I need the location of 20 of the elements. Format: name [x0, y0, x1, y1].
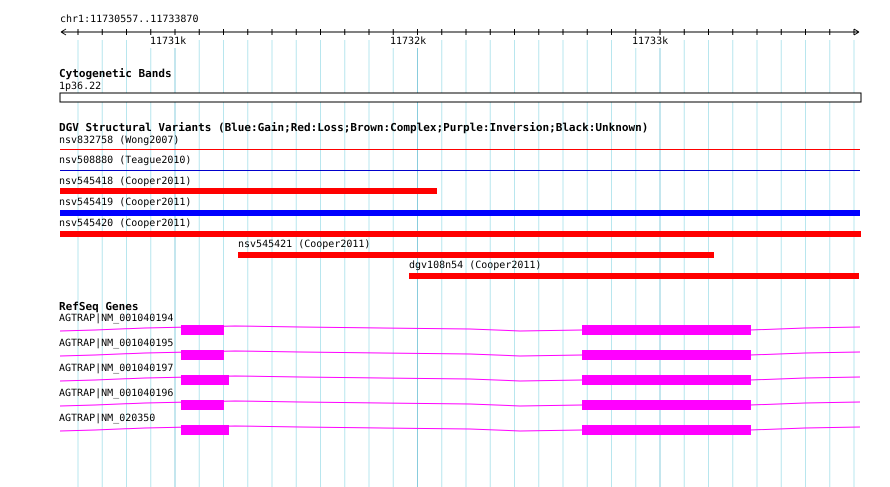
variant-label: dgv108n54 (Cooper2011) — [409, 260, 542, 272]
gene-label: AGTRAP|NM_001040197 — [59, 363, 174, 375]
gene-label: AGTRAP|NM_001040195 — [59, 338, 174, 350]
tick-label: 11733k — [632, 36, 668, 48]
variant-label: nsv832758 (Wong2007) — [59, 135, 180, 147]
gene-label: AGTRAP|NM_001040194 — [59, 313, 174, 325]
track-title: DGV Structural Variants (Blue:Gain;Red:Loss;Brown:Complex;Purple:Inversion;Black:Unknown) — [59, 122, 648, 134]
tick-label: 11731k — [150, 36, 186, 48]
track-title: Cytogenetic Bands — [59, 68, 172, 80]
variant-label: nsv508880 (Teague2010) — [59, 155, 192, 167]
track-title: RefSeq Genes — [59, 301, 138, 313]
tick-label: 11732k — [390, 36, 426, 48]
variant-label: nsv545421 (Cooper2011) — [238, 239, 370, 251]
variant-label: nsv545420 (Cooper2011) — [59, 218, 192, 230]
variant-label: nsv545418 (Cooper2011) — [59, 176, 192, 188]
band-label: 1p36.22 — [59, 81, 102, 93]
gene-label: AGTRAP|NM_020350 — [59, 413, 156, 425]
position-label: chr1:11730557..11733870 — [60, 14, 198, 26]
variant-label: nsv545419 (Cooper2011) — [59, 197, 192, 209]
gene-label: AGTRAP|NM_001040196 — [59, 388, 174, 400]
